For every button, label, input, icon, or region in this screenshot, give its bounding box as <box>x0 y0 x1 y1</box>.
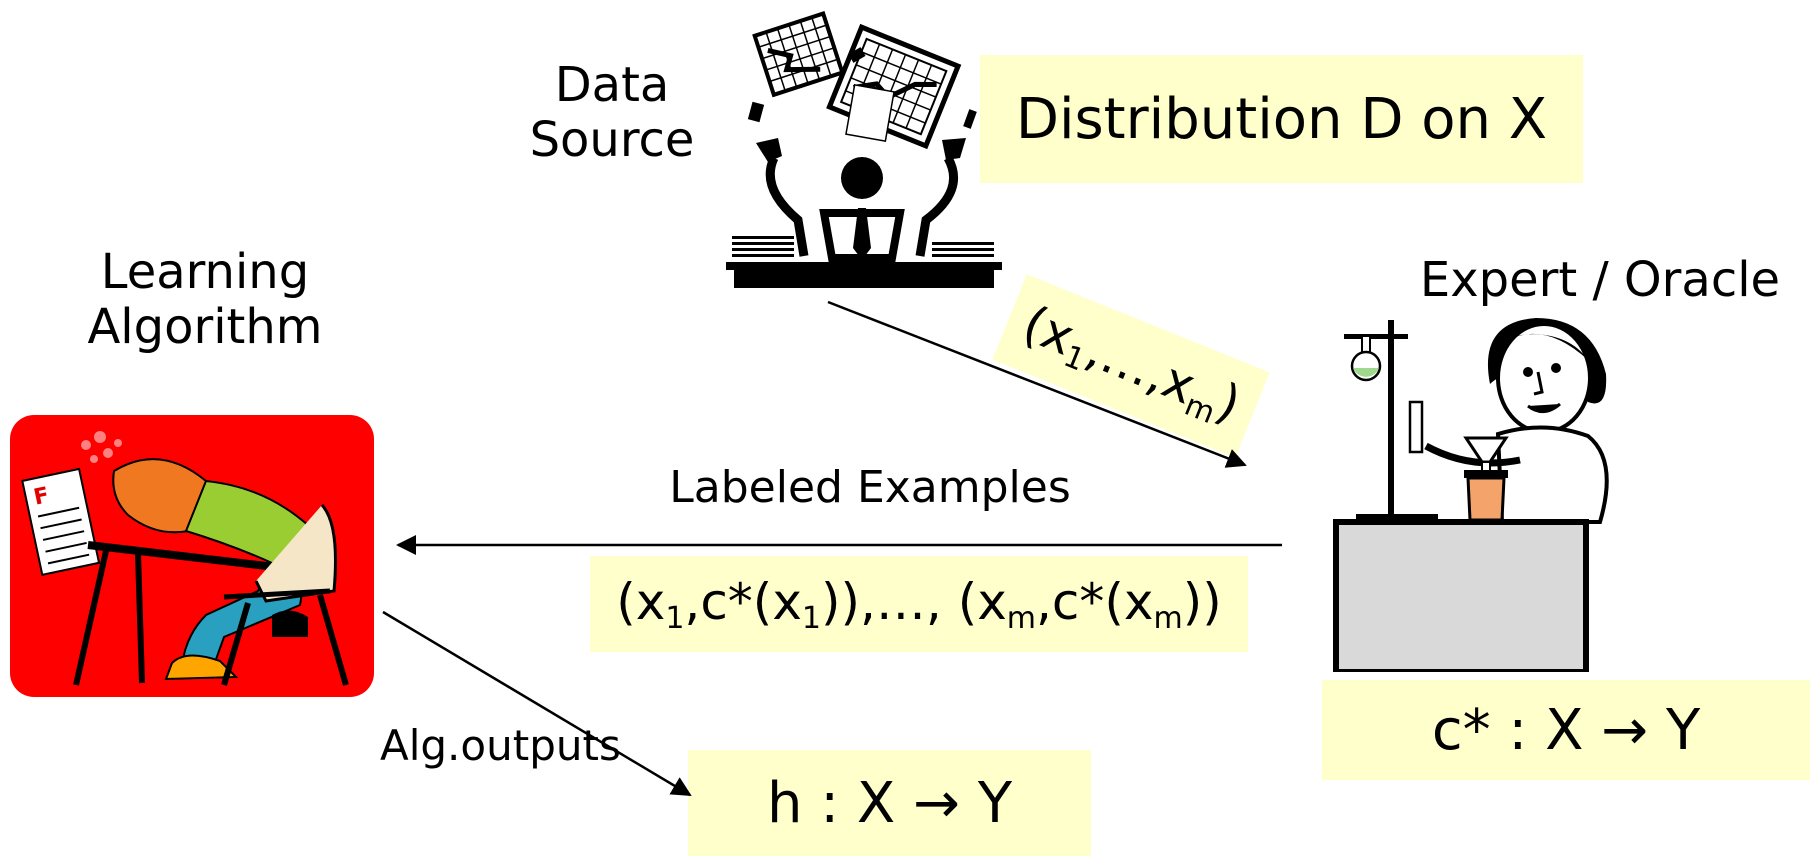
labeled-tuple-sub: 1 <box>665 600 685 636</box>
labeled-tuple-sub: m <box>1006 600 1037 636</box>
arrow-learner-to-hypothesis <box>382 610 692 797</box>
hypothesis-text: h : X → Y <box>766 770 1013 836</box>
data-source-person-icon <box>726 11 1002 288</box>
labeled-tuple-sub: 1 <box>801 600 821 636</box>
labeled-examples-tuple: (x1,c*(x1)),…, (xm,c*(xm)) <box>616 573 1222 636</box>
learning-algorithm-label-line1: Learning <box>100 244 310 300</box>
labeled-tuple-part: )),…, (x <box>821 572 1007 631</box>
data-source-label-line1: Data <box>554 57 670 113</box>
learning-algorithm-label: Learning Algorithm <box>60 244 350 356</box>
distribution-text: Distribution D on X <box>1015 86 1548 152</box>
labeled-tuple-part: ,c*(x <box>684 572 802 631</box>
target-concept-box: c* : X → Y <box>1322 680 1810 780</box>
labeled-examples-box: (x1,c*(x1)),…, (xm,c*(xm)) <box>590 556 1248 652</box>
data-source-label-line2: Source <box>529 112 695 169</box>
target-concept-text: c* : X → Y <box>1431 697 1701 763</box>
arrow-source-to-expert <box>827 300 1247 468</box>
learning-algorithm-icon: F <box>10 415 374 697</box>
hypothesis-box: h : X → Y <box>688 750 1091 856</box>
labeled-tuple-sub: m <box>1153 600 1183 636</box>
distribution-box: Distribution D on X <box>980 55 1583 183</box>
paper-grade-text: F <box>32 483 52 511</box>
expert-oracle-label: Expert / Oracle <box>1419 252 1781 308</box>
data-source-label: Data Source <box>512 57 712 169</box>
labeled-tuple-part: ,c*(x <box>1036 572 1154 631</box>
labeled-examples-label: Labeled Examples <box>669 462 1071 513</box>
labeled-tuple-part: (x <box>616 572 666 631</box>
expert-oracle-icon <box>1333 318 1609 672</box>
learning-algorithm-label-line2: Algorithm <box>87 299 323 356</box>
labeled-tuple-part: )) <box>1182 572 1222 631</box>
